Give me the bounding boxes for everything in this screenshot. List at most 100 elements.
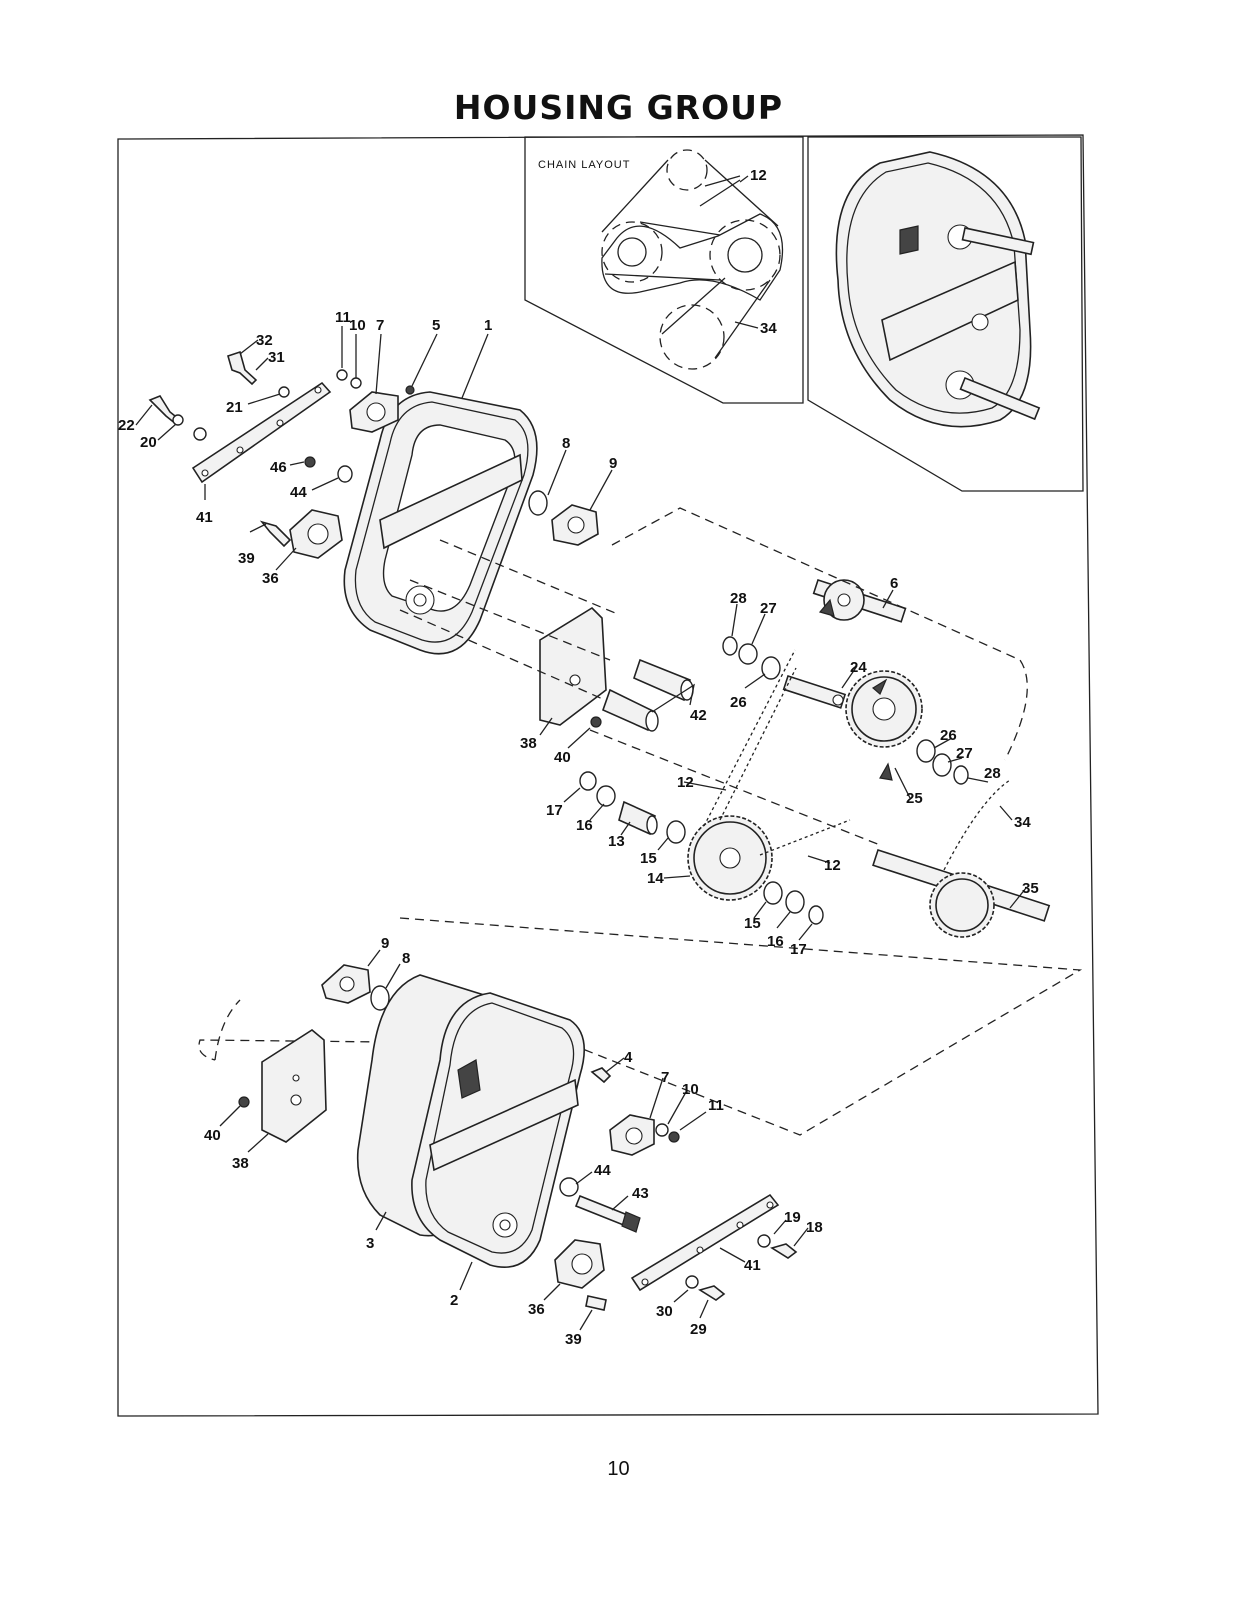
bolt-4: [590, 1067, 612, 1084]
nut-5: [405, 385, 415, 395]
bushing-26-lower: [916, 739, 936, 763]
lower-flange-9: [321, 964, 371, 1004]
callout-34: 34: [1014, 814, 1031, 831]
chain-layout-drawing: [601, 149, 784, 370]
callout-26b: 26: [940, 727, 957, 744]
callout-44: 44: [290, 484, 307, 501]
shaft-24: [782, 674, 847, 709]
washer-30: [685, 1275, 699, 1289]
washer-28-lower: [953, 765, 969, 785]
callout-12b: 12: [824, 857, 841, 874]
callout-36: 36: [262, 570, 279, 587]
sprocket-14: [687, 815, 773, 901]
callout-42: 42: [690, 707, 707, 724]
callout-10: 10: [349, 317, 366, 334]
upper-housing: [343, 391, 538, 655]
bushing-26-upper: [761, 656, 781, 680]
callout-3: 3: [366, 1235, 374, 1252]
callout-20: 20: [140, 434, 157, 451]
callout-41b: 41: [744, 1257, 761, 1274]
assembled-view-panel: [807, 136, 1084, 492]
callout-15: 15: [640, 850, 657, 867]
callout-6: 6: [890, 575, 898, 592]
lower-housing-2: [411, 992, 586, 1269]
callout-36b: 36: [528, 1301, 545, 1318]
callout-27b: 27: [956, 745, 973, 762]
nut-11-lower: [668, 1131, 680, 1143]
callout-17b: 17: [790, 941, 807, 958]
callout-28: 28: [730, 590, 747, 607]
washer-21b: [193, 427, 207, 441]
washer-27-upper: [738, 643, 758, 665]
lower-bracket-7: [609, 1114, 655, 1156]
callout-46: 46: [270, 459, 287, 476]
lower-flange-36: [554, 1239, 605, 1289]
lower-washer-8: [370, 985, 390, 1011]
callout-7b: 7: [661, 1069, 669, 1086]
chain-12-a: [703, 649, 797, 827]
washer-19: [757, 1234, 771, 1248]
nut-46: [304, 456, 316, 468]
callout-7: 7: [376, 317, 384, 334]
callout-38: 38: [520, 735, 537, 752]
callout-40: 40: [554, 749, 571, 766]
shaft-35: [872, 848, 1051, 938]
inset-title: CHAIN LAYOUT: [538, 159, 630, 171]
washer-28-upper: [722, 636, 738, 656]
bolt-43: [574, 1194, 641, 1233]
lower-plate-38: [261, 1029, 327, 1143]
page-number: 10: [607, 1458, 630, 1480]
washer-44: [337, 465, 353, 483]
callout-2: 2: [450, 1292, 458, 1309]
callout-24: 24: [850, 659, 867, 676]
washer-17-lower: [808, 905, 824, 925]
callout-39b: 39: [565, 1331, 582, 1348]
callout-9b: 9: [381, 935, 389, 952]
washer-10-lower: [655, 1123, 669, 1137]
sprocket-25: [845, 670, 923, 748]
callout-1: 1: [484, 317, 492, 334]
upper-bearing-bracket-7: [349, 391, 399, 433]
washer-16-lower: [785, 890, 805, 914]
callout-19: 19: [784, 1209, 801, 1226]
callout-14: 14: [647, 870, 664, 887]
bolt-29: [698, 1285, 726, 1301]
upper-assembly-line: [611, 507, 1028, 761]
bolt-39-lower: [585, 1295, 607, 1311]
upper-washer-8: [528, 490, 548, 516]
callout-26: 26: [730, 694, 747, 711]
assembled-housing-drawing: [835, 151, 1041, 428]
callout-10b: 10: [682, 1081, 699, 1098]
upper-arm-41: [191, 381, 332, 484]
chain-34: [943, 779, 1011, 871]
chain-layout-panel: [524, 136, 804, 404]
bushing-15-upper: [666, 820, 686, 844]
callout-32: 32: [256, 332, 273, 349]
bolt-18: [770, 1243, 798, 1259]
shaft-6: [812, 578, 907, 623]
callout-13: 13: [608, 833, 625, 850]
lower-assembly-line: [198, 917, 1083, 1136]
callout-5: 5: [432, 317, 440, 334]
callout-44b: 44: [594, 1162, 611, 1179]
callout-29: 29: [690, 1321, 707, 1338]
washer-44-lower: [559, 1177, 579, 1197]
callout-4: 4: [624, 1049, 633, 1066]
callout-28b: 28: [984, 765, 1001, 782]
callout-11: 11: [335, 309, 351, 326]
nut-40: [590, 716, 602, 728]
callout-25: 25: [906, 790, 923, 807]
callout-27: 27: [760, 600, 777, 617]
washer-21: [278, 386, 290, 398]
svg-text:12: 12: [750, 167, 767, 184]
callout-18: 18: [806, 1219, 823, 1236]
callout-30: 30: [656, 1303, 673, 1320]
callout-38b: 38: [232, 1155, 249, 1172]
bushing-15-lower: [763, 881, 783, 905]
callout-11b: 11: [708, 1097, 724, 1114]
upper-flange-9: [551, 504, 599, 546]
spacers-42: [602, 658, 694, 732]
washer-16-upper: [596, 785, 616, 807]
washer-17-upper: [579, 771, 597, 791]
